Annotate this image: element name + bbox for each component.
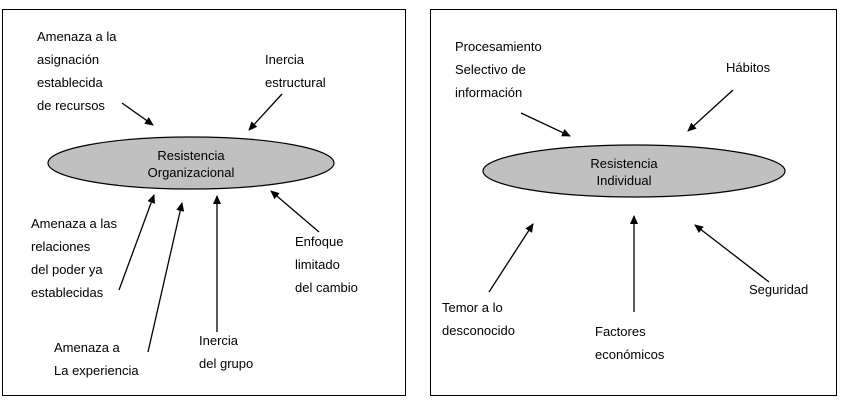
label-amenaza-asignacion: Amenaza a la asignación establecida de r… xyxy=(37,29,117,113)
arrow-habitos xyxy=(687,89,734,132)
label-enfoque-limitado: Enfoque limitado del cambio xyxy=(295,234,358,295)
label-factores-economicos: Factores económicos xyxy=(595,324,665,362)
label-procesamiento-selectivo: Procesamiento Selectivo de información xyxy=(455,39,542,100)
arrow-experiencia xyxy=(147,202,185,353)
label-amenaza-experiencia: Amenaza a La experiencia xyxy=(54,340,139,378)
arrow-asignacion xyxy=(121,102,154,126)
arrow-inercia-estructural xyxy=(248,93,283,131)
arrow-procesamiento xyxy=(520,112,571,137)
organizational-resistance-ellipse xyxy=(47,136,335,190)
label-inercia-grupo: Inercia del grupo xyxy=(199,333,254,371)
label-seguridad: Seguridad xyxy=(749,282,809,297)
organizational-resistance-panel xyxy=(2,9,406,396)
label-habitos: Hábitos xyxy=(726,60,771,75)
individual-resistance-panel xyxy=(430,9,837,396)
label-temor-desconocido: Temor a lo desconocido xyxy=(442,300,515,338)
individual-resistance-ellipse xyxy=(482,144,786,198)
label-amenaza-relaciones-poder: Amenaza a las relaciones del poder ya es… xyxy=(31,216,117,300)
arrow-relaciones-poder xyxy=(118,194,155,291)
arrow-temor xyxy=(488,223,534,293)
organizational-resistance-title: Resistencia Organizacional xyxy=(147,148,235,180)
individual-resistance-title: Resistencia Individual xyxy=(590,156,658,188)
arrow-enfoque xyxy=(270,190,320,233)
arrow-seguridad xyxy=(694,224,770,283)
label-inercia-estructural: Inercia estructural xyxy=(265,52,326,90)
